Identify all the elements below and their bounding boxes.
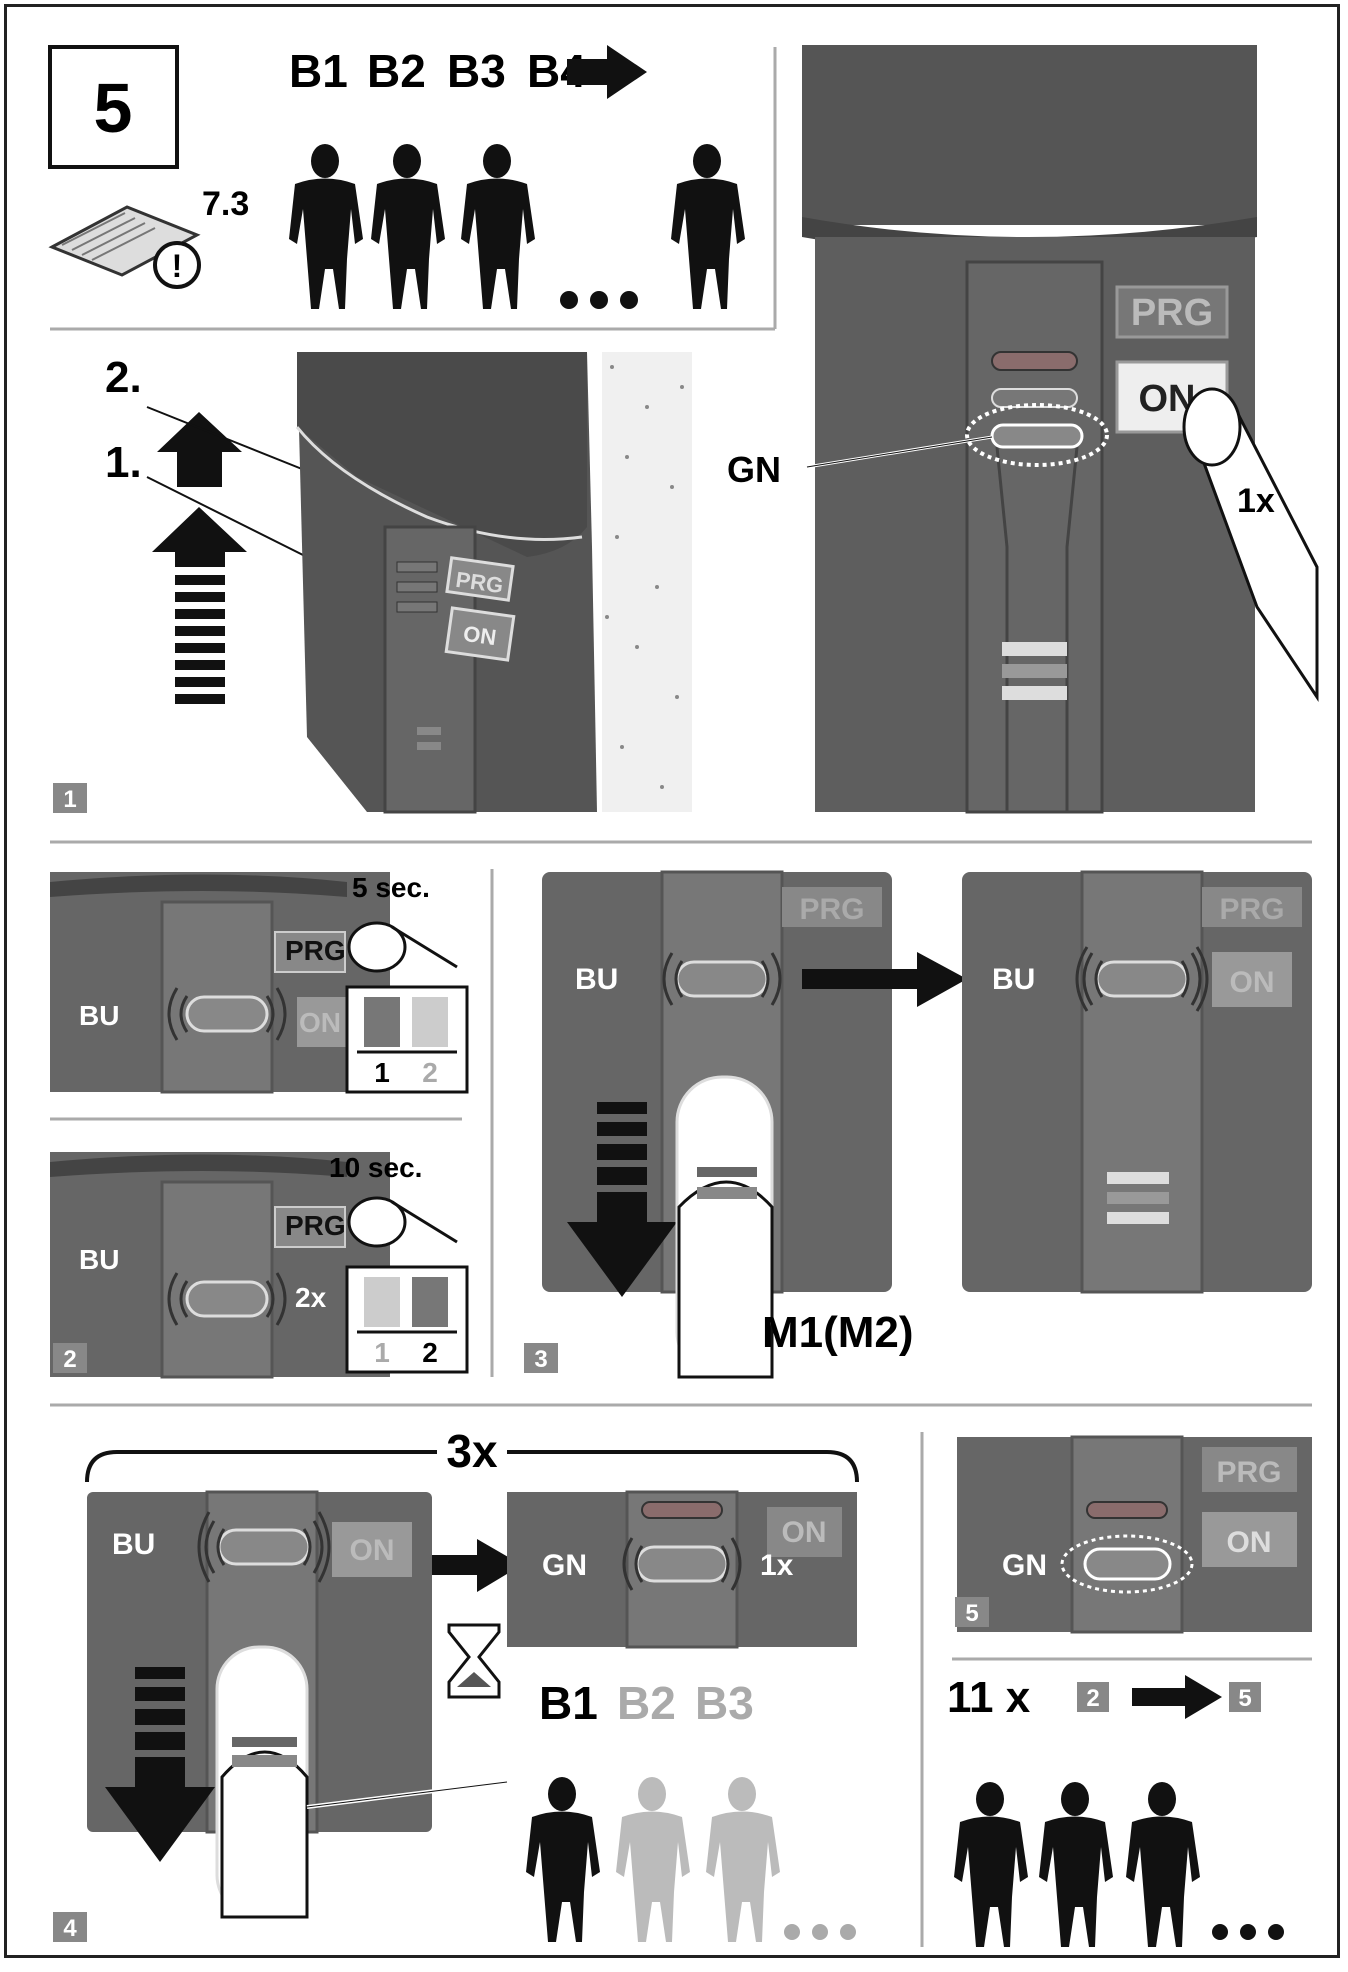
panel-badge-4-label: 4	[63, 1915, 77, 1942]
finger-swipe-4	[215, 1645, 309, 1919]
on-label-5: ON	[1227, 1526, 1272, 1559]
ref-badge-from	[1077, 1682, 1109, 1712]
users-silhouettes-6	[954, 1782, 1200, 1947]
swipe-down-arrow-4	[105, 1667, 215, 1862]
repeat-count: 3x	[446, 1425, 498, 1477]
prg-button[interactable]	[1115, 285, 1229, 339]
panel4-right-device	[507, 1490, 857, 1649]
finger-icon-2b	[347, 1196, 458, 1248]
hourglass-icon	[447, 1623, 501, 1699]
press-count: 1x	[1237, 482, 1275, 520]
on-label-side: ON	[462, 621, 498, 650]
on-label-4b: ON	[782, 1516, 827, 1549]
memory-slot-label: M1(M2)	[762, 1308, 914, 1357]
blink-count-4: 1x	[760, 1549, 794, 1582]
mode-1-active: 1	[374, 1057, 390, 1088]
user-label-b1: B1	[289, 45, 348, 97]
lift-arrows	[152, 412, 247, 704]
led-label-bu-4: BU	[112, 1528, 155, 1561]
device-side-view: PRG ON	[295, 352, 597, 814]
manual-icon: !	[48, 205, 201, 289]
finger-swipe-3	[675, 1075, 774, 1379]
step-number-box: 5	[48, 45, 179, 169]
mode-2-active: 2	[422, 1337, 438, 1368]
on-label-3b: ON	[1230, 966, 1275, 999]
mode-indicator-2a: 1 2	[345, 985, 469, 1094]
lift-step-1: 1.	[105, 438, 142, 487]
ellipsis-icon	[560, 291, 638, 309]
wall-texture	[605, 365, 684, 789]
user-label-bn: B4	[527, 45, 647, 99]
panel3-right-device	[962, 870, 1312, 1294]
panel2-bottom	[50, 1152, 390, 1379]
repeat-total-count: 11 x	[947, 1673, 1031, 1722]
duration-5sec: 5 sec.	[352, 872, 430, 903]
ref-badge-from-label: 2	[1086, 1685, 1099, 1712]
panel-badge-2	[53, 1343, 87, 1373]
prg-label-3b: PRG	[1219, 893, 1284, 926]
repeat-bracket	[85, 1450, 859, 1483]
panel-badge-5	[955, 1597, 989, 1627]
panel5-device	[957, 1435, 1312, 1634]
finger-icon-2a	[347, 921, 458, 973]
user-b1-active: B1	[539, 1677, 598, 1729]
ellipsis-icon-4	[784, 1924, 856, 1940]
transition-arrow-3	[802, 952, 967, 1007]
green-led	[965, 403, 1109, 467]
transition-arrow-4	[432, 1539, 522, 1592]
panel-badge-4	[53, 1912, 87, 1942]
led-label-bu-3a: BU	[575, 963, 618, 996]
mode-indicator-2b: 1 2	[345, 1265, 469, 1374]
svg-text:!: !	[172, 248, 183, 284]
repeat-arrow	[1132, 1675, 1222, 1719]
mode-1-inactive: 1	[374, 1337, 390, 1368]
led-label-bu-2a: BU	[79, 1000, 119, 1031]
ref-badge-to-label: 5	[1238, 1685, 1251, 1712]
user-silhouettes-top	[289, 144, 745, 309]
device-front-view	[802, 45, 1257, 814]
led-label-bu-2b: BU	[79, 1244, 119, 1275]
mode-2-inactive: 2	[422, 1057, 438, 1088]
instruction-sheet: 5 ! 7.3 B1 B2 B3 B4 2. 1.	[4, 4, 1340, 1958]
duration-10sec: 10 sec.	[329, 1152, 422, 1183]
user-b2-inactive: B2	[617, 1677, 676, 1729]
panel-badge-5-label: 5	[965, 1600, 978, 1627]
step-number: 5	[94, 69, 133, 147]
finger-press-icon	[1182, 387, 1319, 702]
on-label-4a: ON	[350, 1534, 395, 1567]
prg-button-label: PRG	[1131, 292, 1213, 334]
prg-label-2b: PRG	[285, 1210, 346, 1241]
panel-badge-1	[53, 783, 87, 813]
panel-badge-1-label: 1	[63, 786, 76, 813]
on-label-2a: ON	[299, 1007, 341, 1038]
panel-badge-3-label: 3	[534, 1346, 547, 1373]
swipe-down-arrow-3	[567, 1102, 677, 1297]
led-label-gn-5: GN	[1002, 1549, 1047, 1582]
user-b3-inactive: B3	[695, 1677, 754, 1729]
panel-badge-2-label: 2	[63, 1346, 76, 1373]
led-label-bu-3b: BU	[992, 963, 1035, 996]
manual-reference: 7.3	[202, 185, 249, 223]
panel2-top	[50, 872, 390, 1094]
blink-count-2b: 2x	[295, 1282, 327, 1313]
user-label-b2: B2	[367, 45, 426, 97]
led-label-gn: GN	[727, 449, 781, 490]
ref-badge-to	[1229, 1682, 1261, 1712]
prg-label-2a: PRG	[285, 935, 346, 966]
ellipsis-icon-6	[1212, 1924, 1284, 1940]
led-label-gn-4: GN	[542, 1549, 587, 1582]
panel-badge-3	[524, 1343, 558, 1373]
prg-label-5: PRG	[1216, 1456, 1281, 1489]
lift-step-2: 2.	[105, 353, 142, 402]
users-silhouettes-4	[526, 1777, 780, 1942]
user-label-b3: B3	[447, 45, 506, 97]
prg-label-3a: PRG	[799, 893, 864, 926]
